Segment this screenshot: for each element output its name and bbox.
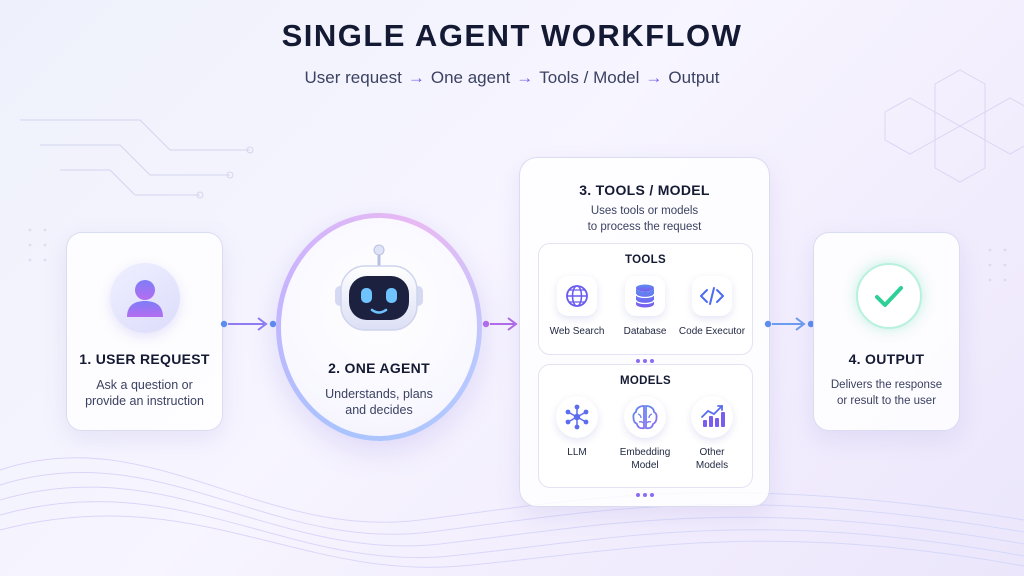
subtitle-step-one-agent: One agent xyxy=(430,68,511,87)
user-request-desc-line1: Ask a question or xyxy=(96,378,193,392)
robot-icon xyxy=(335,244,423,331)
other-models-label-line1: Other xyxy=(699,447,725,458)
page-subtitle: User request → One agent → Tools / Model → Out… xyxy=(0,68,1024,88)
user-request-desc-line2: provide an instruction xyxy=(85,394,204,408)
output-card: 4. OUTPUT Delivers the response or resul… xyxy=(813,232,960,431)
database-label: Database xyxy=(623,326,667,337)
subtitle-step-tools-model: Tools / Model xyxy=(539,68,640,87)
embedding-model-label-line1: Embedding xyxy=(619,447,671,458)
agent-heading: 2. ONE AGENT xyxy=(328,360,430,376)
tools-model-desc-line2: to process the request xyxy=(587,221,702,233)
tools-panel-label: TOOLS xyxy=(625,254,666,266)
brain-icon xyxy=(624,396,666,438)
subtitle-arrow: → xyxy=(407,68,425,87)
embedding-model-label-line2: Model xyxy=(631,460,659,471)
subtitle-arrow: → xyxy=(516,68,534,87)
tools-model-desc-line1: Uses tools or models xyxy=(590,205,699,217)
tools-panel: TOOLS Web Search Database xyxy=(538,243,753,355)
more-models-dots xyxy=(520,484,769,502)
code-executor-label: Code Executor xyxy=(678,326,746,337)
page-title: SINGLE AGENT WORKFLOW xyxy=(281,18,743,53)
agent-desc-line2: and decides xyxy=(345,403,413,417)
models-panel-label: MODELS xyxy=(620,375,671,387)
other-models-label-line2: Models xyxy=(695,460,729,471)
connector-arrow xyxy=(764,317,815,331)
subtitle-step-output: Output xyxy=(668,68,720,87)
chart-icon xyxy=(691,396,733,438)
connector-arrow xyxy=(220,317,277,331)
output-desc-line2: or result to the user xyxy=(836,395,937,407)
models-panel: MODELS xyxy=(538,364,753,488)
user-icon xyxy=(110,263,180,333)
globe-icon xyxy=(557,276,597,316)
more-tools-dots xyxy=(520,350,769,368)
check-icon xyxy=(856,263,922,329)
database-icon xyxy=(625,276,665,316)
subtitle-step-user-request: User request xyxy=(304,68,402,87)
user-request-heading: 1. USER REQUEST xyxy=(79,351,210,367)
agent-circle: 2. ONE AGENT Understands, plans and deci… xyxy=(276,213,482,441)
network-icon xyxy=(556,396,598,438)
output-heading: 4. OUTPUT xyxy=(848,351,925,367)
code-icon xyxy=(692,276,732,316)
web-search-label: Web Search xyxy=(549,326,605,337)
user-request-card: 1. USER REQUEST Ask a question or provid… xyxy=(66,232,223,431)
tools-model-card: 3. TOOLS / MODEL Uses tools or models to… xyxy=(519,157,770,507)
tools-model-heading: 3. TOOLS / MODEL xyxy=(579,182,710,198)
agent-desc-line1: Understands, plans xyxy=(325,387,433,401)
llm-label: LLM xyxy=(567,447,587,458)
connector-arrow xyxy=(482,317,518,331)
subtitle-arrow: → xyxy=(645,68,663,87)
output-desc-line1: Delivers the response xyxy=(830,379,943,391)
